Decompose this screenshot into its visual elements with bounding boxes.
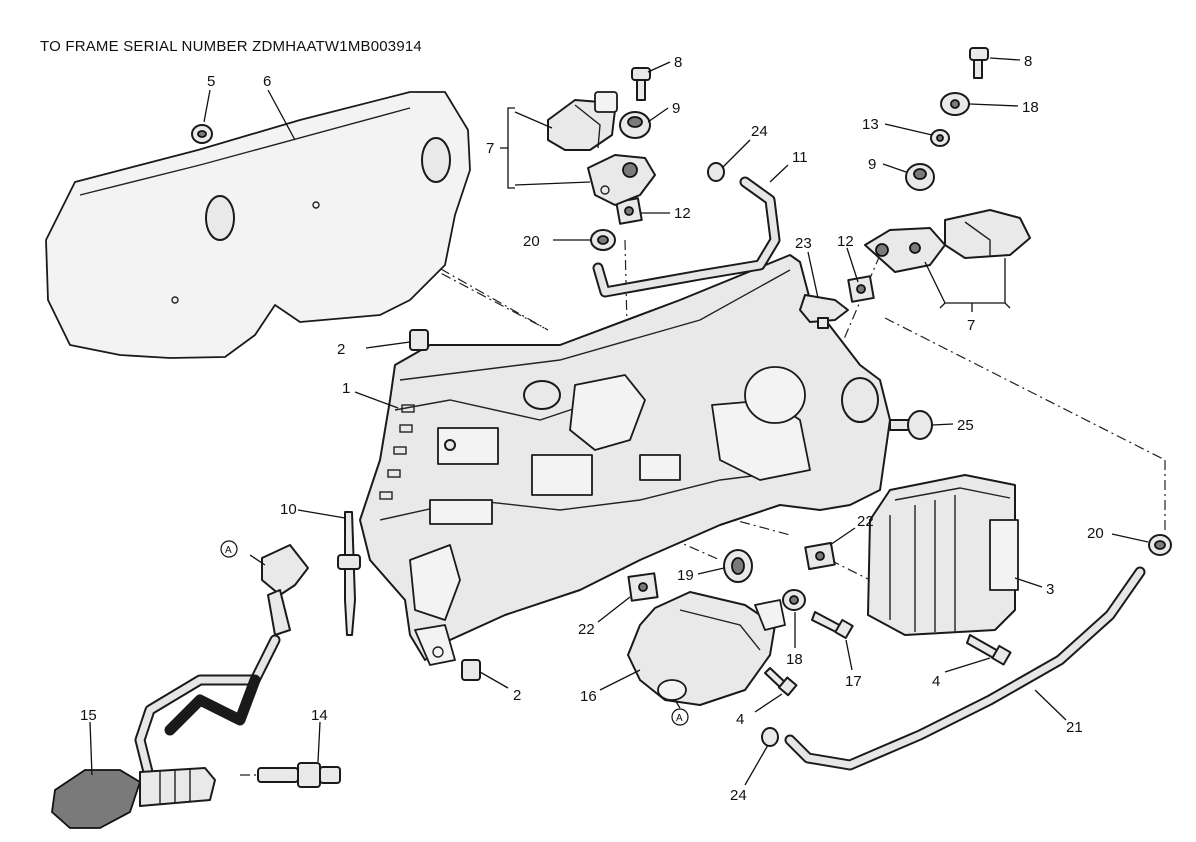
callout-25: 25 [957, 417, 974, 434]
screw-8-left [631, 67, 651, 101]
marker-a-cable: A [220, 540, 238, 558]
heat-shield-panel [45, 91, 471, 359]
grommet-9-right [905, 163, 935, 191]
sensor-assembly-right [864, 209, 1031, 273]
callout-numbers: 5 6 8 9 7 12 20 24 11 8 18 13 9 12 23 7 … [80, 53, 1104, 804]
callout-2-lower: 2 [513, 687, 521, 704]
callout-4-right: 4 [932, 673, 940, 690]
callout-8-left: 8 [674, 54, 682, 71]
marker-a-coil: A [671, 708, 689, 726]
callout-12-left: 12 [674, 205, 691, 222]
callout-14: 14 [311, 707, 328, 724]
callout-10: 10 [280, 501, 297, 518]
callout-2-upper: 2 [337, 341, 345, 358]
callout-7-right: 7 [967, 317, 975, 334]
bolt-17 [811, 611, 854, 640]
bolt-4-right [966, 634, 1012, 666]
callout-20-right: 20 [1087, 525, 1104, 542]
callout-9-right: 9 [868, 156, 876, 173]
screw-8-right [969, 47, 989, 79]
oxygen-sensor-14 [257, 762, 341, 788]
vent-hose-11 [592, 176, 781, 298]
svg-text:A: A [676, 713, 683, 724]
callout-13: 13 [862, 116, 879, 133]
fastener-23 [799, 294, 849, 329]
rubber-grommet [723, 549, 753, 583]
callout-18-upper: 18 [1022, 99, 1039, 116]
hose-clip-24-upper [707, 162, 725, 182]
callout-6: 6 [263, 73, 271, 90]
callout-15: 15 [80, 707, 97, 724]
callout-16: 16 [580, 688, 597, 705]
vent-hose-21 [784, 566, 1146, 771]
grommet-9-left [619, 111, 651, 139]
callout-5: 5 [207, 73, 215, 90]
hose-clamp-20-right [1148, 534, 1172, 556]
ecu-control-unit [867, 474, 1019, 636]
nut-12-right [847, 275, 875, 303]
svg-text:A: A [225, 545, 232, 556]
washer-13 [930, 129, 950, 147]
callout-19: 19 [677, 567, 694, 584]
callout-22-left: 22 [578, 621, 595, 638]
bolt-4-center [764, 667, 798, 697]
hose-clip-24-lower [761, 727, 779, 747]
callout-11: 11 [792, 149, 808, 166]
clip-2-upper [409, 329, 429, 351]
callout-18-lower: 18 [786, 651, 803, 668]
callout-7-left: 7 [486, 140, 494, 157]
callout-23: 23 [795, 235, 812, 252]
callout-12-right: 12 [837, 233, 854, 250]
callout-8-right: 8 [1024, 53, 1032, 70]
spacer-18-upper [940, 92, 970, 116]
clip-nut-22-left [627, 572, 659, 602]
plug-25 [889, 410, 933, 440]
electrical-bracket [359, 254, 891, 666]
diagram-header: TO FRAME SERIAL NUMBER ZDMHAATW1MB003914 [40, 38, 422, 55]
callout-24-upper: 24 [751, 123, 768, 140]
callout-22-right: 22 [857, 513, 874, 530]
callout-17: 17 [845, 673, 862, 690]
callout-20-left: 20 [523, 233, 540, 250]
clip-nut-22-right [804, 541, 836, 571]
sensor-assembly-left [547, 91, 656, 206]
callout-21: 21 [1066, 719, 1083, 736]
callout-3: 3 [1046, 581, 1054, 598]
ignition-coil [627, 591, 786, 706]
callout-leaders [89, 57, 1149, 786]
hose-clamp-20-left [590, 229, 616, 251]
grommet-5 [191, 124, 213, 144]
spacer-washer [782, 589, 806, 611]
callout-1: 1 [342, 380, 350, 397]
lambda-sensor-cable-15 [51, 544, 309, 829]
callout-4-center: 4 [736, 711, 744, 728]
cable-tie-10 [337, 511, 361, 636]
clip-2-lower [461, 659, 481, 681]
callout-9-left: 9 [672, 100, 680, 117]
callout-24-lower: 24 [730, 787, 747, 804]
